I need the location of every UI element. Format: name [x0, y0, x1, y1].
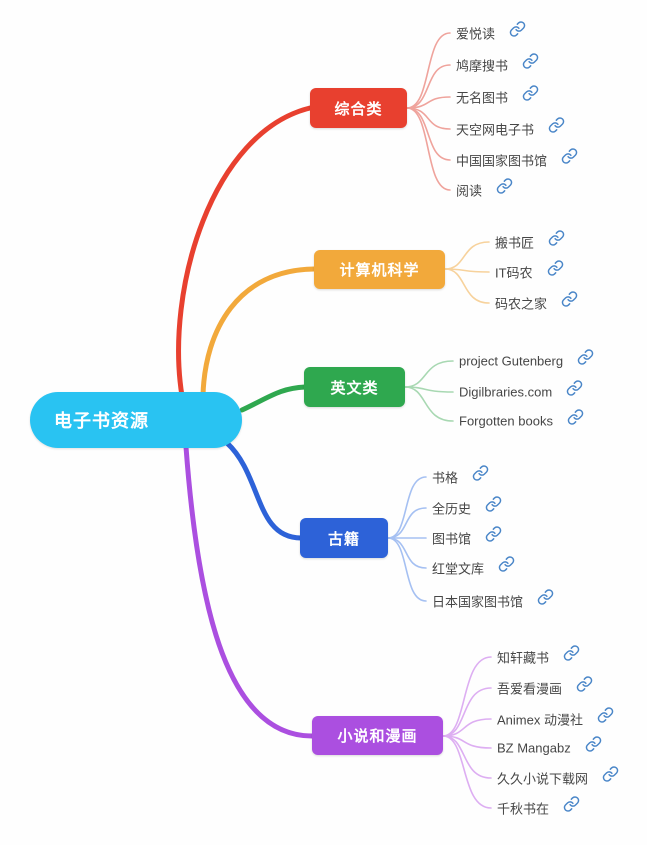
link-icon[interactable] — [522, 85, 539, 102]
link-icon[interactable] — [566, 380, 583, 397]
branch-node-novels-comics[interactable]: 小说和漫画 — [312, 716, 443, 755]
leaf-label: 日本国家图书馆 — [432, 594, 524, 610]
branch-node-general[interactable]: 综合类 — [310, 88, 407, 128]
leaf-label: 爱悦读 — [456, 26, 496, 42]
leaf-node[interactable]: 中国国家图书馆 — [456, 151, 578, 170]
leaf-label: 阅读 — [456, 183, 483, 199]
leaf-node[interactable]: 天空网电子书 — [456, 120, 565, 139]
branch-curve-novels-comics — [183, 444, 316, 739]
leaf-label: BZ Mangabz — [497, 740, 571, 756]
branch-label: 计算机科学 — [339, 262, 420, 279]
leaf-label: 书格 — [432, 470, 459, 486]
central-node-label: 电子书资源 — [54, 411, 149, 431]
link-icon[interactable] — [547, 260, 564, 277]
link-icon[interactable] — [472, 465, 489, 482]
leaf-node[interactable]: 全历史 — [432, 499, 502, 518]
leaf-label: 千秋书在 — [497, 801, 550, 817]
leaf-label: 吾爱看漫画 — [497, 681, 563, 697]
link-icon[interactable] — [563, 645, 580, 662]
leaf-label: Animex 动漫社 — [497, 712, 583, 728]
leaf-label: 天空网电子书 — [456, 122, 535, 138]
branch-curve-ancient-books — [224, 440, 304, 541]
leaf-label: 无名图书 — [456, 90, 509, 106]
leaf-label: IT码农 — [495, 265, 533, 281]
link-icon[interactable] — [485, 496, 502, 513]
leaf-node[interactable]: 千秋书在 — [497, 799, 580, 818]
branch-curve-general — [176, 105, 313, 399]
link-icon[interactable] — [485, 526, 502, 543]
leaf-label: 搬书匠 — [495, 235, 535, 251]
link-icon[interactable] — [548, 117, 565, 134]
leaf-label: 知轩藏书 — [497, 650, 550, 666]
leaf-node[interactable]: 知轩藏书 — [497, 648, 580, 667]
link-icon[interactable] — [496, 178, 513, 195]
leaf-node[interactable]: project Gutenberg — [459, 353, 594, 370]
branch-label: 小说和漫画 — [337, 728, 418, 745]
branch-node-english[interactable]: 英文类 — [304, 367, 405, 407]
leaf-node[interactable]: 阅读 — [456, 181, 513, 200]
leaf-node[interactable]: BZ Mangabz — [497, 740, 602, 757]
branch-label: 英文类 — [330, 379, 379, 397]
link-icon[interactable] — [537, 589, 554, 606]
branch-node-ancient-books[interactable]: 古籍 — [300, 518, 388, 558]
link-icon[interactable] — [567, 409, 584, 426]
link-icon[interactable] — [597, 707, 614, 724]
leaf-label: Forgotten books — [459, 413, 553, 429]
leaf-label: 图书馆 — [432, 531, 472, 547]
leaf-node[interactable]: 搬书匠 — [495, 233, 565, 252]
leaf-node[interactable]: IT码农 — [495, 263, 564, 282]
link-icon[interactable] — [561, 291, 578, 308]
central-node[interactable]: 电子书资源 — [30, 392, 242, 448]
link-icon[interactable] — [522, 53, 539, 70]
leaf-node[interactable]: Forgotten books — [459, 413, 584, 430]
link-icon[interactable] — [548, 230, 565, 247]
link-icon[interactable] — [585, 736, 602, 753]
branch-curve-computer-science — [200, 266, 317, 398]
leaf-node[interactable]: 吾爱看漫画 — [497, 679, 593, 698]
link-icon[interactable] — [602, 766, 619, 783]
branch-label: 综合类 — [334, 100, 383, 118]
leaf-node[interactable]: Digilbraries.com — [459, 384, 583, 401]
leaf-node[interactable]: 书格 — [432, 468, 489, 487]
leaf-label: 久久小说下载网 — [497, 771, 589, 787]
leaf-node[interactable]: 图书馆 — [432, 529, 502, 548]
leaf-label: Digilbraries.com — [459, 384, 553, 400]
branch-label: 古籍 — [327, 530, 360, 548]
link-icon[interactable] — [577, 349, 594, 366]
leaf-label: 鸠摩搜书 — [456, 58, 509, 74]
leaf-node[interactable]: 日本国家图书馆 — [432, 592, 554, 611]
leaf-label: 全历史 — [432, 501, 472, 517]
leaf-node[interactable]: 鸠摩搜书 — [456, 56, 539, 75]
leaf-label: 红堂文库 — [432, 561, 485, 577]
branch-curve-english — [239, 384, 308, 413]
leaf-node[interactable]: 无名图书 — [456, 88, 539, 107]
branch-node-computer-science[interactable]: 计算机科学 — [314, 250, 445, 289]
leaf-node[interactable]: 红堂文库 — [432, 559, 515, 578]
leaf-node[interactable]: Animex 动漫社 — [497, 710, 614, 729]
leaf-node[interactable]: 爱悦读 — [456, 24, 526, 43]
link-icon[interactable] — [576, 676, 593, 693]
link-icon[interactable] — [561, 148, 578, 165]
leaf-node[interactable]: 码农之家 — [495, 294, 578, 313]
link-icon[interactable] — [509, 21, 526, 38]
link-icon[interactable] — [498, 556, 515, 573]
leaf-label: 码农之家 — [495, 296, 548, 312]
leaf-label: 中国国家图书馆 — [456, 153, 548, 169]
link-icon[interactable] — [563, 796, 580, 813]
leaf-label: project Gutenberg — [459, 353, 564, 369]
leaf-node[interactable]: 久久小说下载网 — [497, 769, 619, 788]
